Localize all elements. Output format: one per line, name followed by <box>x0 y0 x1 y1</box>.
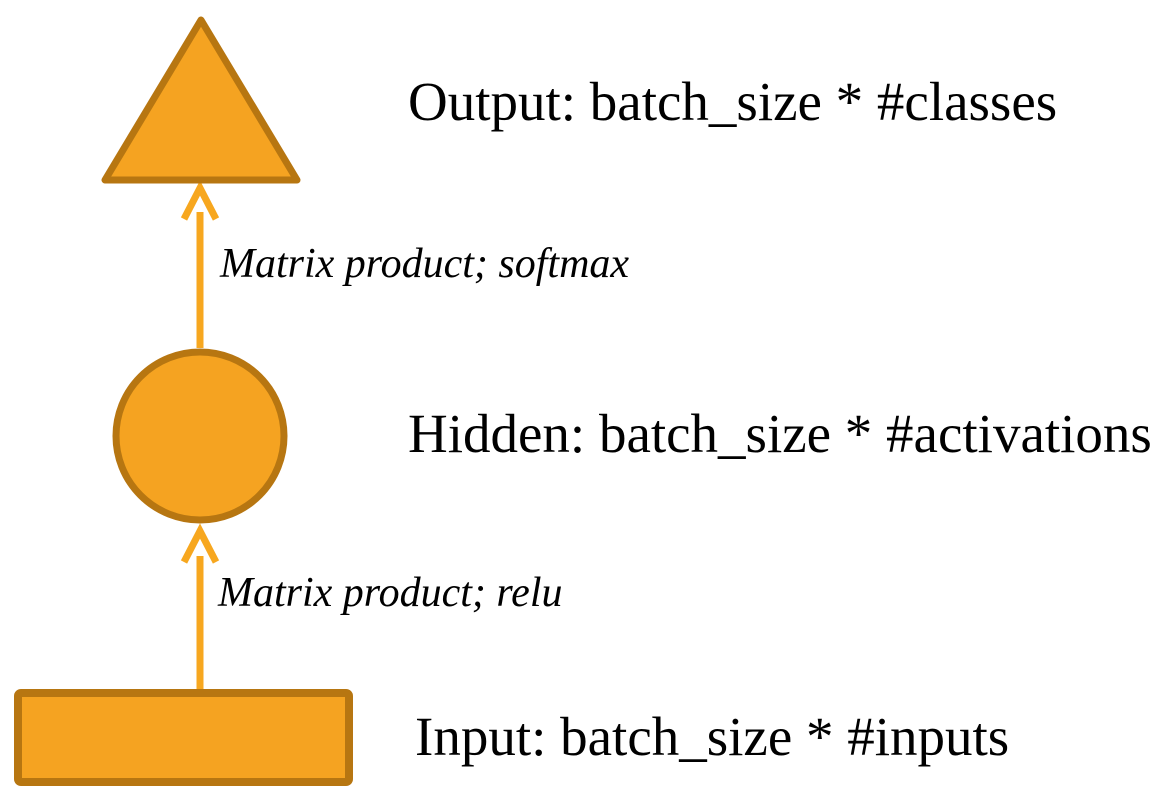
edge-hidden-to-output <box>180 180 220 348</box>
edge-label-relu: Matrix product; relu <box>218 570 563 616</box>
edge-input-to-hidden <box>180 523 220 689</box>
arrow-up-icon <box>180 180 220 221</box>
arrow-up-icon <box>180 523 220 564</box>
input-node-label: Input: batch_size * #inputs <box>415 706 1010 767</box>
edge-label-softmax: Matrix product; softmax <box>220 241 630 287</box>
output-node-label: Output: batch_size * #classes <box>408 71 1058 132</box>
output-node-triangle <box>101 16 301 184</box>
hidden-node-label: Hidden: batch_size * #activations <box>408 403 1152 464</box>
input-node-rectangle <box>14 689 353 786</box>
hidden-node-circle <box>112 348 288 524</box>
